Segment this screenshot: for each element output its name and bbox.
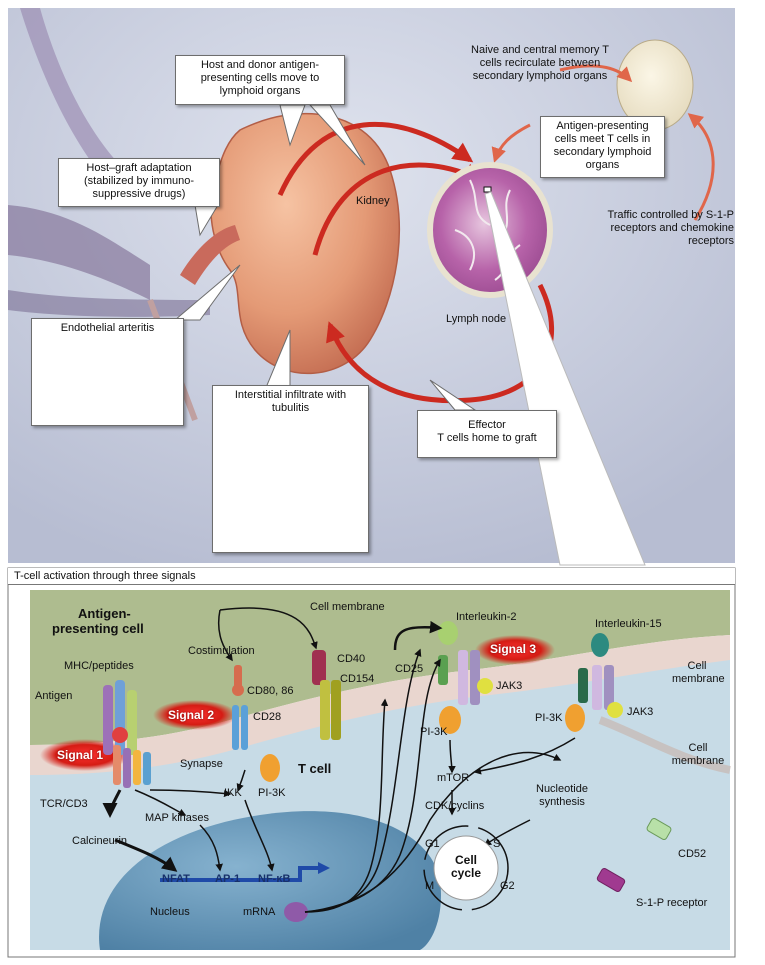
pointer-apc-move-1: [279, 104, 306, 147]
label-pi3k-b: PI-3K: [420, 726, 448, 738]
label-s1p-receptor: S-1-P receptor: [636, 897, 708, 909]
callout-apc-move: Host and donor antigen-presenting cells …: [175, 55, 345, 105]
vessel-vein: [8, 205, 150, 300]
signal2-glow: [153, 700, 237, 730]
zoom-marker: [483, 186, 492, 193]
label-tcr: TCR/CD3: [40, 798, 88, 810]
label-apc-1: Antigen-: [78, 606, 131, 621]
vessel-lower: [8, 290, 210, 317]
il15-receptor: [565, 633, 623, 732]
label-mtor: mTOR: [437, 772, 470, 784]
label-il2: Interleukin-2: [456, 611, 517, 623]
label-cell-cycle-2: cycle: [450, 866, 482, 880]
label-ap1: AP-1: [215, 873, 241, 885]
label-kidney: Kidney: [356, 195, 390, 207]
label-jak3-b: JAK3: [627, 706, 654, 718]
label-cd28: CD28: [253, 711, 282, 723]
label-cell-membrane-top: Cell membrane: [310, 601, 385, 613]
cd80-cd28-complex: [232, 665, 280, 782]
label-cd40: CD40: [337, 653, 366, 665]
s1p-receptor-shape: [596, 868, 626, 892]
label-s: S: [493, 838, 501, 850]
callout-apc-meet: Antigen-presenting cells meet T cells in…: [540, 116, 665, 178]
effector-line2: T cells home to graft: [437, 432, 537, 444]
label-nfat: NFAT: [162, 873, 190, 885]
label-nucleus: Nucleus: [150, 906, 190, 918]
zoom-wedge: [484, 191, 646, 566]
label-apc-2: presenting cell: [52, 621, 144, 636]
cd40-cd154-complex: [312, 650, 341, 740]
label-signal3: Signal 3: [490, 642, 537, 656]
pointer-endothelial: [173, 264, 241, 321]
label-signal1: Signal 1: [57, 748, 104, 762]
label-pi3k-a: PI-3K: [258, 787, 286, 799]
label-m: M: [425, 880, 435, 892]
histology-interstitial-image: [219, 423, 362, 546]
mhc-tcr-complex: [103, 680, 151, 788]
label-calcineurin: Calcineurin: [72, 835, 128, 847]
label-ikk: IKK: [224, 787, 242, 799]
label-nucleotide-synthesis: Nucleotide synthesis: [527, 783, 597, 809]
lymph-node-main: [427, 162, 553, 298]
signal3-glow: [475, 635, 555, 665]
arrow-apc-to-node-1: [277, 122, 474, 197]
right-membrane: [598, 716, 731, 774]
effector-line1: Effector: [468, 419, 506, 431]
label-map-kinases: MAP kinases: [145, 812, 209, 824]
arrow-recirc-1: [559, 64, 633, 83]
label-cd80: CD80, 86: [247, 685, 294, 697]
label-cell-membrane-r-2: membrane: [672, 673, 725, 685]
arrow-apc-to-node-2: [312, 162, 484, 256]
renal-hilum: [180, 225, 240, 285]
label-traffic-control: Traffic controlled by S-1-P receptors an…: [607, 209, 734, 247]
label-signal2: Signal 2: [168, 708, 215, 722]
label-antigen: Antigen: [35, 690, 73, 702]
panel-title: T-cell activation through three signals: [8, 568, 735, 585]
label-cd52: CD52: [678, 848, 707, 860]
promoter-arrow: [160, 866, 320, 882]
label-cell-cycle: Cell cycle: [443, 854, 489, 880]
label-synapse: Synapse: [180, 758, 223, 770]
label-mrna: mRNA: [243, 906, 276, 918]
signal-arrows: [102, 607, 576, 913]
cd52-shape: [646, 818, 672, 840]
label-mhc: MHC/peptides: [64, 660, 134, 672]
label-cell-membrane-r2-1: Cell: [688, 742, 708, 754]
label-il15: Interleukin-15: [595, 618, 662, 630]
mrna-shape: [284, 902, 308, 922]
label-pi3k-c: PI-3K: [535, 712, 563, 724]
label-naive-tcells: Naive and central memory T cells recircu…: [471, 44, 609, 82]
label-cell-membrane-r-1: Cell: [687, 660, 707, 672]
callout-host-graft: Host–graft adaptation (stabilized by imm…: [58, 158, 220, 207]
label-cdk: CDK/cyclins: [425, 800, 485, 812]
vessel-upper: [20, 8, 150, 205]
pointer-apc-move-2: [308, 104, 366, 166]
callout-effector: Effector T cells home to graft: [417, 410, 557, 458]
arrow-recirc-3: [491, 123, 531, 163]
label-cd154: CD154: [340, 673, 375, 685]
label-costimulation: Costimulation: [188, 645, 255, 657]
label-nuc-syn-1: Nucleotide: [536, 783, 588, 795]
promoter-arrowhead: [318, 862, 330, 874]
cell-cycle-ring: [423, 825, 509, 911]
label-cell-membrane-r2: Cell membrane: [670, 742, 726, 768]
label-nfkb: NF-κB: [258, 873, 291, 885]
histology-endothelial-image: [37, 340, 178, 420]
label-cell-membrane-r2-2: membrane: [671, 755, 725, 767]
label-lymph-node: Lymph node: [446, 313, 507, 325]
label-cell-cycle-1: Cell: [454, 853, 477, 867]
label-g2: G2: [500, 880, 515, 892]
label-g1: G1: [425, 838, 440, 850]
label-cd25: CD25: [395, 663, 424, 675]
label-nuc-syn-2: synthesis: [539, 796, 585, 808]
arrow-recirc-2: [687, 113, 715, 221]
label-tcell: T cell: [298, 761, 332, 776]
label-cell-membrane-r: Cell membrane: [672, 660, 725, 686]
label-jak3-a: JAK3: [496, 680, 523, 692]
cell-cycle-core: [433, 835, 499, 901]
